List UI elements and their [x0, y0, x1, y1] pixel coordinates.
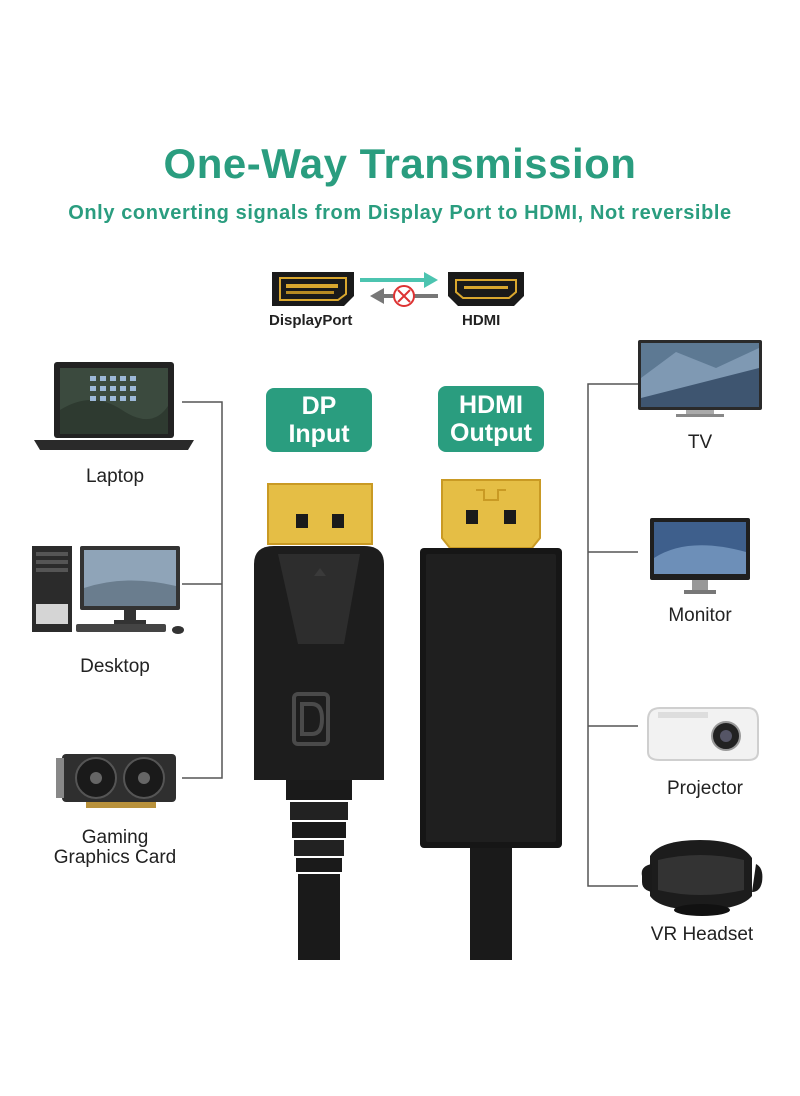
- monitor-icon: [650, 518, 750, 594]
- graphics-card-icon: [56, 754, 176, 808]
- page-title: One-Way Transmission: [163, 140, 637, 187]
- source-label-graphics-card: Gaming Graphics Card: [53, 827, 177, 868]
- source-bracket: [182, 401, 223, 779]
- displayport-connector-icon: [272, 272, 354, 306]
- source-label-laptop: Laptop: [85, 466, 145, 487]
- dp-input-badge: DP Input: [266, 388, 372, 452]
- tv-icon: [638, 340, 762, 417]
- hdmi-connector-icon: [448, 272, 524, 306]
- laptop-icon: [34, 362, 194, 450]
- hdmi-label: HDMI: [462, 312, 501, 329]
- hdmi-output-badge: HDMI Output: [438, 386, 544, 452]
- blocked-reverse-arrow-icon: [370, 285, 438, 307]
- projector-icon: [647, 707, 759, 761]
- destination-label-monitor: Monitor: [668, 605, 732, 626]
- page-subtitle: Only converting signals from Display Por…: [68, 202, 732, 224]
- destination-label-projector: Projector: [666, 778, 744, 799]
- destination-bracket: [587, 383, 638, 887]
- vr-headset-icon: [641, 840, 763, 916]
- hdmi-cable-illustration: [420, 479, 562, 960]
- displayport-cable-illustration: [254, 483, 384, 960]
- forward-arrow-icon: [360, 272, 438, 288]
- destination-label-vr-headset: VR Headset: [650, 924, 754, 945]
- displayport-label: DisplayPort: [269, 312, 353, 329]
- desktop-computer-icon: [32, 546, 184, 634]
- source-label-desktop: Desktop: [80, 656, 150, 677]
- destination-label-tv: TV: [687, 432, 713, 453]
